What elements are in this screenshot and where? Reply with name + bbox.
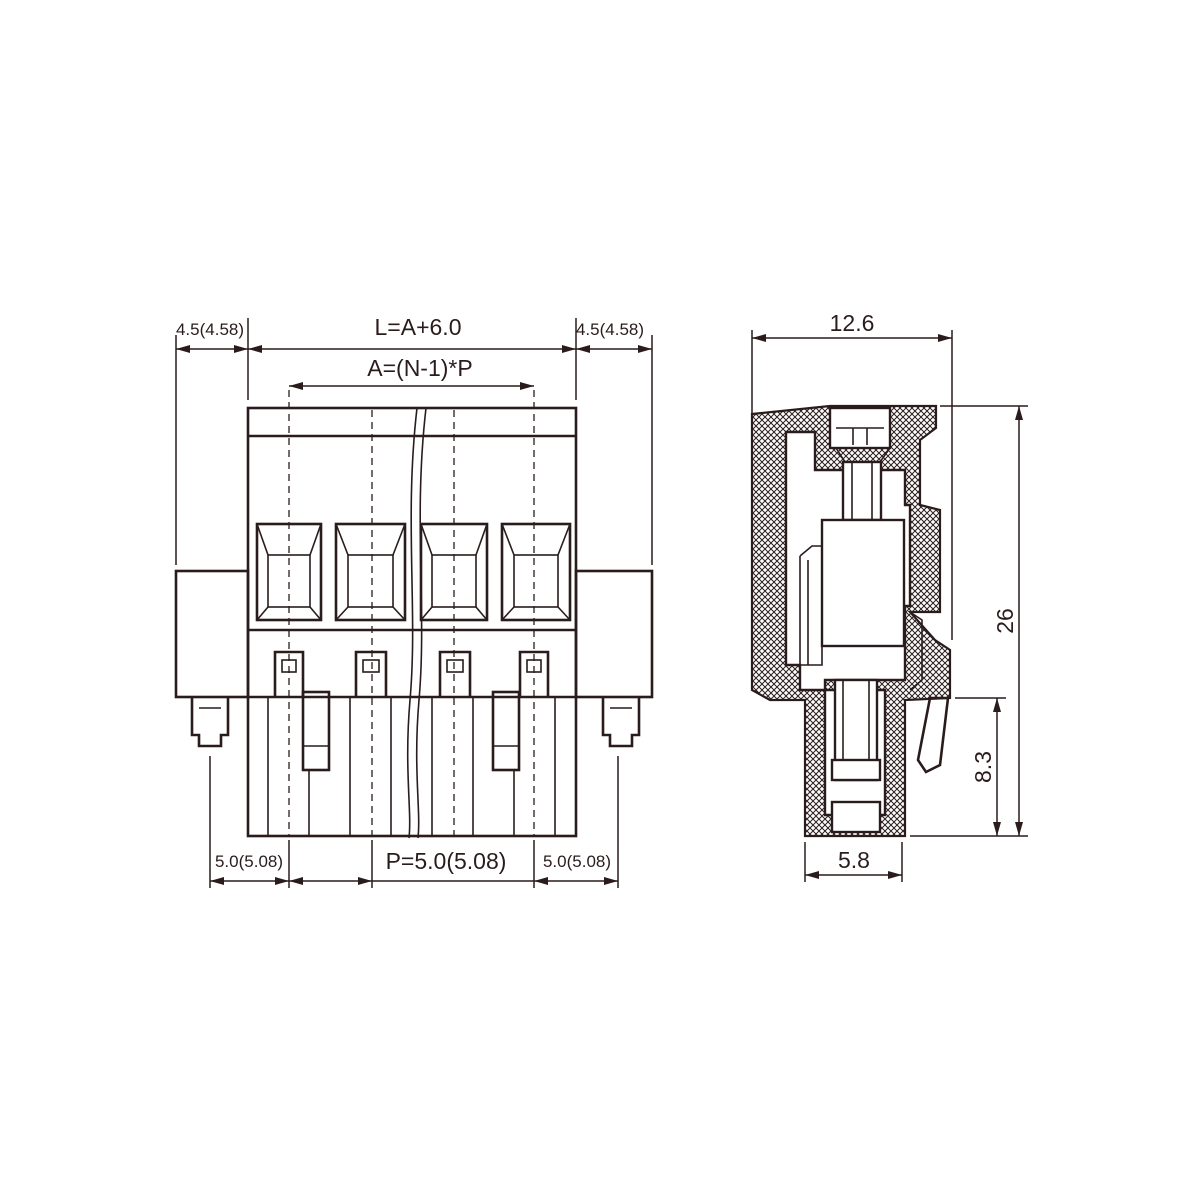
overall-length-label: L=A+6.0 xyxy=(375,314,462,340)
contact-slot xyxy=(354,650,388,697)
dim-side-depth: 12.6 xyxy=(751,310,953,640)
dim-bottom-pitch: 5.0(5.08) P=5.0(5.08) 5.0(5.08) xyxy=(209,756,619,888)
pin-centerlines xyxy=(288,390,535,836)
pitch-label: P=5.0(5.08) xyxy=(386,848,507,874)
left-mounting-peg xyxy=(190,697,230,748)
screw-window xyxy=(500,522,572,622)
side-release-latch xyxy=(909,611,950,774)
side-pin-width-label: 5.8 xyxy=(838,847,870,873)
left-peg-offset-label: 5.0(5.08) xyxy=(215,852,283,871)
contact-slot xyxy=(438,650,472,697)
front-view: L=A+6.0 A=(N-1)*P 4.5(4.58) 4.5(4.58) xyxy=(174,314,654,888)
side-depth-label: 12.6 xyxy=(830,310,875,336)
left-flange-label: 4.5(4.58) xyxy=(176,320,244,339)
dim-right-flange: 4.5(4.58) xyxy=(576,320,653,565)
side-clamp-block xyxy=(799,518,906,666)
side-screw-head xyxy=(828,406,892,463)
dim-side-height: 26 xyxy=(910,405,1028,837)
right-peg-offset-label: 5.0(5.08) xyxy=(543,852,611,871)
latch-tab xyxy=(301,690,331,772)
side-pin-height-label: 8.3 xyxy=(970,751,996,783)
dim-side-pin-width: 5.8 xyxy=(804,842,903,882)
dim-side-pin-height: 8.3 xyxy=(955,697,1006,836)
left-flange xyxy=(174,569,250,699)
right-mounting-peg xyxy=(601,697,641,748)
break-line xyxy=(406,407,427,839)
side-height-label: 26 xyxy=(992,608,1018,634)
dim-left-flange: 4.5(4.58) xyxy=(175,320,248,565)
side-view: 12.6 26 8.3 5.8 xyxy=(750,310,1028,882)
dim-pin-span: A=(N-1)*P xyxy=(289,355,534,390)
side-screw-shank xyxy=(841,460,883,522)
latch-tab xyxy=(491,690,521,772)
pin-span-label: A=(N-1)*P xyxy=(367,355,472,381)
dim-overall-length: L=A+6.0 xyxy=(247,314,577,400)
screw-window xyxy=(334,522,407,622)
right-flange-label: 4.5(4.58) xyxy=(576,320,644,339)
side-contact-pin xyxy=(830,678,882,834)
right-flange xyxy=(574,569,654,699)
